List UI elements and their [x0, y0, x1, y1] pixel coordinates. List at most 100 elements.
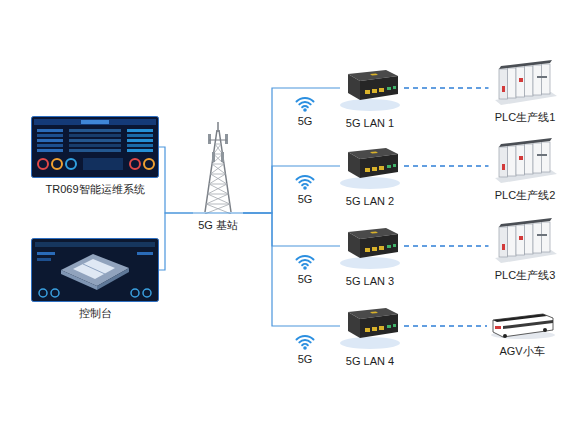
illustration-shape	[215, 144, 221, 145]
illustration-shape	[35, 242, 155, 247]
illustration-shape	[499, 60, 552, 69]
illustration-shape	[221, 152, 224, 162]
illustration-shape	[372, 89, 377, 93]
node-label: 5G LAN 2	[346, 195, 394, 208]
wifi-arc	[297, 336, 314, 340]
wifi-icon	[297, 256, 314, 270]
node-label: 5G LAN 1	[346, 117, 394, 130]
illustration-shape	[533, 65, 542, 95]
illustration-shape	[34, 119, 156, 125]
illustration-shape	[212, 164, 225, 174]
wifi-arc	[299, 340, 310, 342]
illustration-shape	[387, 245, 391, 248]
illustration-shape	[502, 86, 505, 92]
illustration-shape	[543, 328, 547, 332]
illustration-shape	[127, 139, 153, 142]
wifi-arc	[302, 264, 308, 265]
wifi-icon	[297, 98, 314, 112]
network-line	[159, 147, 193, 213]
wifi-dot	[303, 346, 307, 350]
illustration-shape	[508, 226, 517, 256]
illustration-shape	[542, 222, 551, 252]
illustration-shape	[32, 117, 159, 178]
illustration-shape	[206, 194, 228, 204]
illustration-shape	[393, 324, 396, 327]
illustration-shape	[208, 184, 227, 194]
illustration-shape	[131, 289, 139, 297]
illustration-shape	[211, 174, 226, 175]
illustration-shape	[372, 247, 377, 251]
node-illustration	[340, 226, 400, 270]
illustration-shape	[370, 232, 378, 234]
illustration-shape	[360, 234, 398, 258]
illustration-shape	[525, 224, 534, 254]
illustration-shape	[370, 152, 378, 154]
node-label: 5G 基站	[198, 219, 238, 232]
wifi-arc	[302, 106, 308, 107]
wifi-arc	[299, 180, 310, 182]
illustration-shape	[143, 289, 151, 297]
dashed-link	[404, 245, 489, 247]
illustration-shape	[393, 244, 396, 247]
illustration-shape	[69, 139, 121, 142]
illustration-shape	[209, 140, 227, 141]
node-illustration	[193, 122, 243, 214]
illustration-shape	[225, 134, 228, 144]
node-illustration	[340, 306, 400, 350]
illustration-shape	[537, 154, 547, 156]
illustration-shape	[81, 120, 109, 124]
node-illustration	[493, 134, 557, 184]
illustration-shape	[379, 166, 384, 170]
node-illustration	[493, 214, 557, 264]
illustration-shape	[503, 334, 507, 338]
illustration-shape	[137, 252, 153, 255]
node-label: 控制台	[79, 307, 112, 320]
illustration-shape	[365, 248, 370, 252]
illustration-shape	[37, 252, 55, 255]
illustration-shape	[365, 168, 370, 172]
illustration-shape	[37, 129, 63, 132]
illustration-shape	[516, 225, 525, 255]
illustration-shape	[542, 64, 551, 94]
dashboard-screen: TR069智能运维系统	[31, 116, 159, 197]
illustration-shape	[127, 129, 153, 132]
wifi-arc	[297, 176, 314, 180]
illustration-shape	[516, 145, 525, 175]
illustration-shape	[525, 66, 534, 96]
illustration-shape	[212, 152, 215, 162]
illustration-shape	[37, 134, 63, 137]
illustration-shape	[387, 165, 391, 168]
illustration-shape	[209, 184, 228, 194]
illustration-shape	[508, 146, 517, 176]
illustration-shape	[537, 234, 547, 236]
illustration-shape	[348, 74, 360, 100]
illustration-shape	[69, 144, 121, 147]
illustration-shape	[499, 147, 508, 177]
illustration-shape	[537, 76, 547, 78]
illustration-shape	[127, 149, 153, 152]
wifi-arc	[299, 260, 310, 262]
illustration-shape	[379, 326, 384, 330]
agv-vehicle: AGV小车	[489, 310, 555, 359]
illustration-shape	[340, 257, 400, 269]
wifi-icon	[297, 336, 314, 350]
illustration-shape	[516, 67, 525, 97]
illustration-shape	[360, 154, 398, 178]
wifi-arc	[302, 184, 308, 185]
node-label: PLC生产线1	[495, 111, 556, 124]
illustration-shape	[499, 218, 552, 227]
illustration-shape	[61, 270, 97, 290]
network-line	[159, 213, 193, 270]
illustration-shape	[340, 99, 400, 111]
network-line	[243, 166, 340, 213]
illustration-shape	[360, 314, 398, 338]
wifi-dot	[303, 266, 307, 270]
illustration-shape	[37, 149, 63, 152]
illustration-shape	[208, 194, 229, 195]
illustration-shape	[39, 289, 47, 297]
wifi-dot	[303, 108, 307, 112]
illustration-shape	[387, 325, 391, 328]
plc-unit: PLC生产线2	[491, 134, 560, 203]
illustration-shape	[365, 328, 370, 332]
illustration-shape	[393, 86, 396, 89]
